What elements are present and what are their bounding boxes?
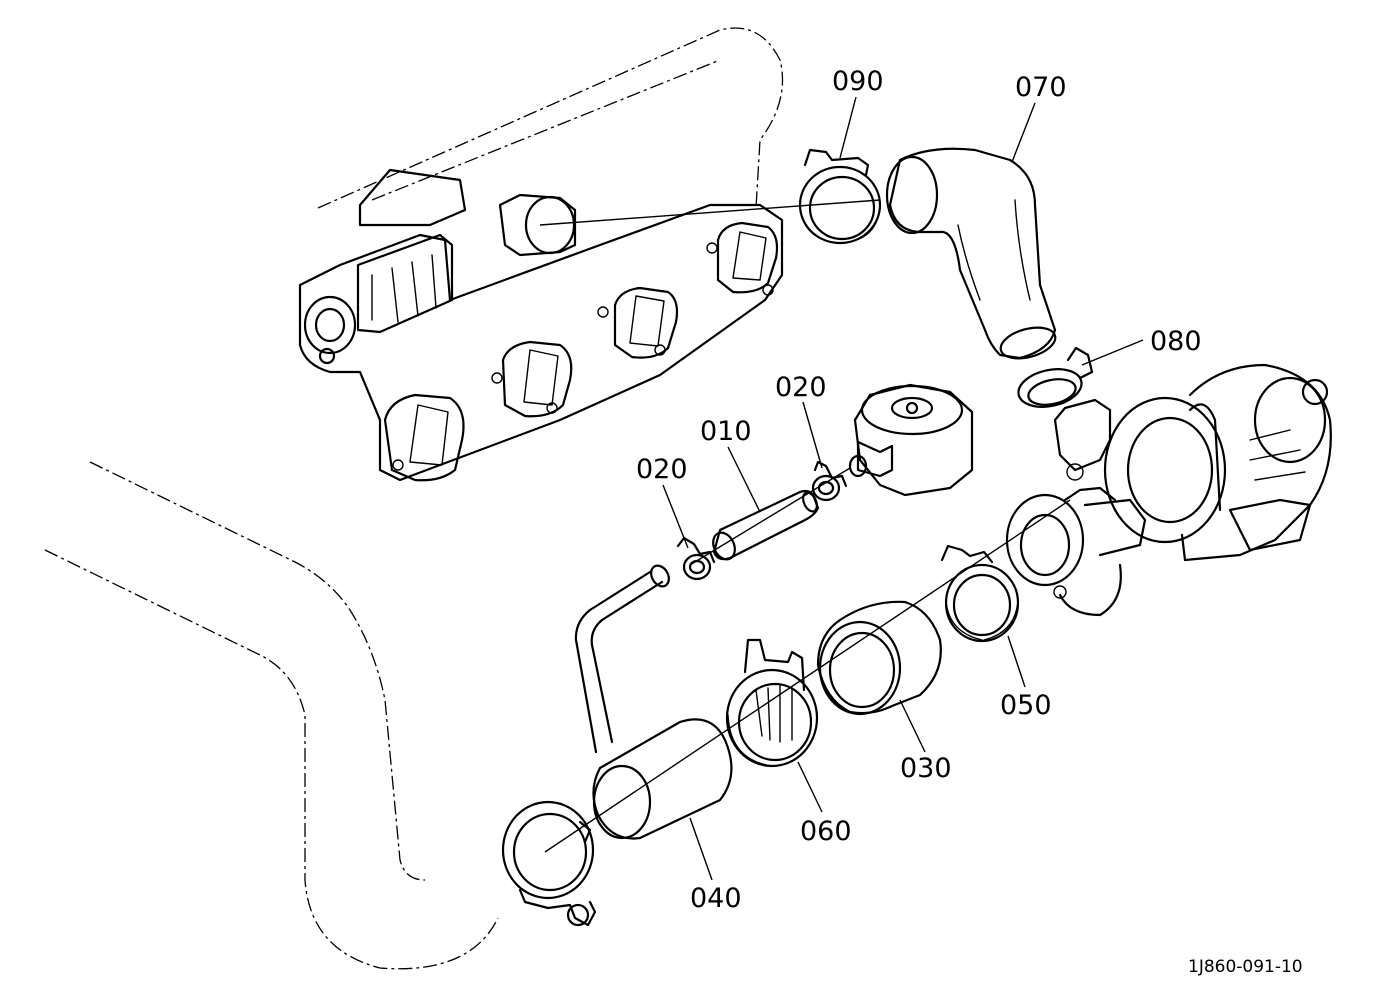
callout-020-a: 020	[775, 372, 827, 403]
callout-050: 050	[1000, 690, 1052, 721]
clamp-090	[798, 148, 882, 245]
callout-090: 090	[832, 66, 884, 97]
center-lines	[539, 199, 1071, 853]
clamp-050	[940, 544, 1020, 643]
phantom-outlines	[44, 27, 784, 970]
hose-010	[712, 489, 820, 561]
callout-020-b: 020	[636, 454, 688, 485]
diagram-code: 1J860-091-10	[1188, 957, 1303, 977]
lower-clamp	[501, 800, 597, 927]
callout-060: 060	[800, 816, 852, 847]
manifold	[298, 168, 784, 482]
breather-cover	[848, 383, 974, 497]
breather-pipe	[574, 564, 670, 754]
hose-040	[592, 718, 733, 840]
callouts: 090 070 080 020 010 020 050 030 060 040	[636, 66, 1202, 914]
callout-080: 080	[1150, 326, 1202, 357]
leader-lines	[662, 96, 1144, 881]
hose-070	[885, 147, 1057, 360]
clamp-060	[725, 638, 819, 768]
turbocharger	[1005, 363, 1332, 617]
hose-030	[816, 600, 942, 716]
clip-020-lower	[676, 536, 716, 581]
clamp-080	[1017, 346, 1094, 408]
callout-070: 070	[1015, 72, 1067, 103]
callout-040: 040	[690, 883, 742, 914]
callout-010: 010	[700, 416, 752, 447]
clip-020-upper	[811, 460, 848, 502]
callout-030: 030	[900, 753, 952, 784]
